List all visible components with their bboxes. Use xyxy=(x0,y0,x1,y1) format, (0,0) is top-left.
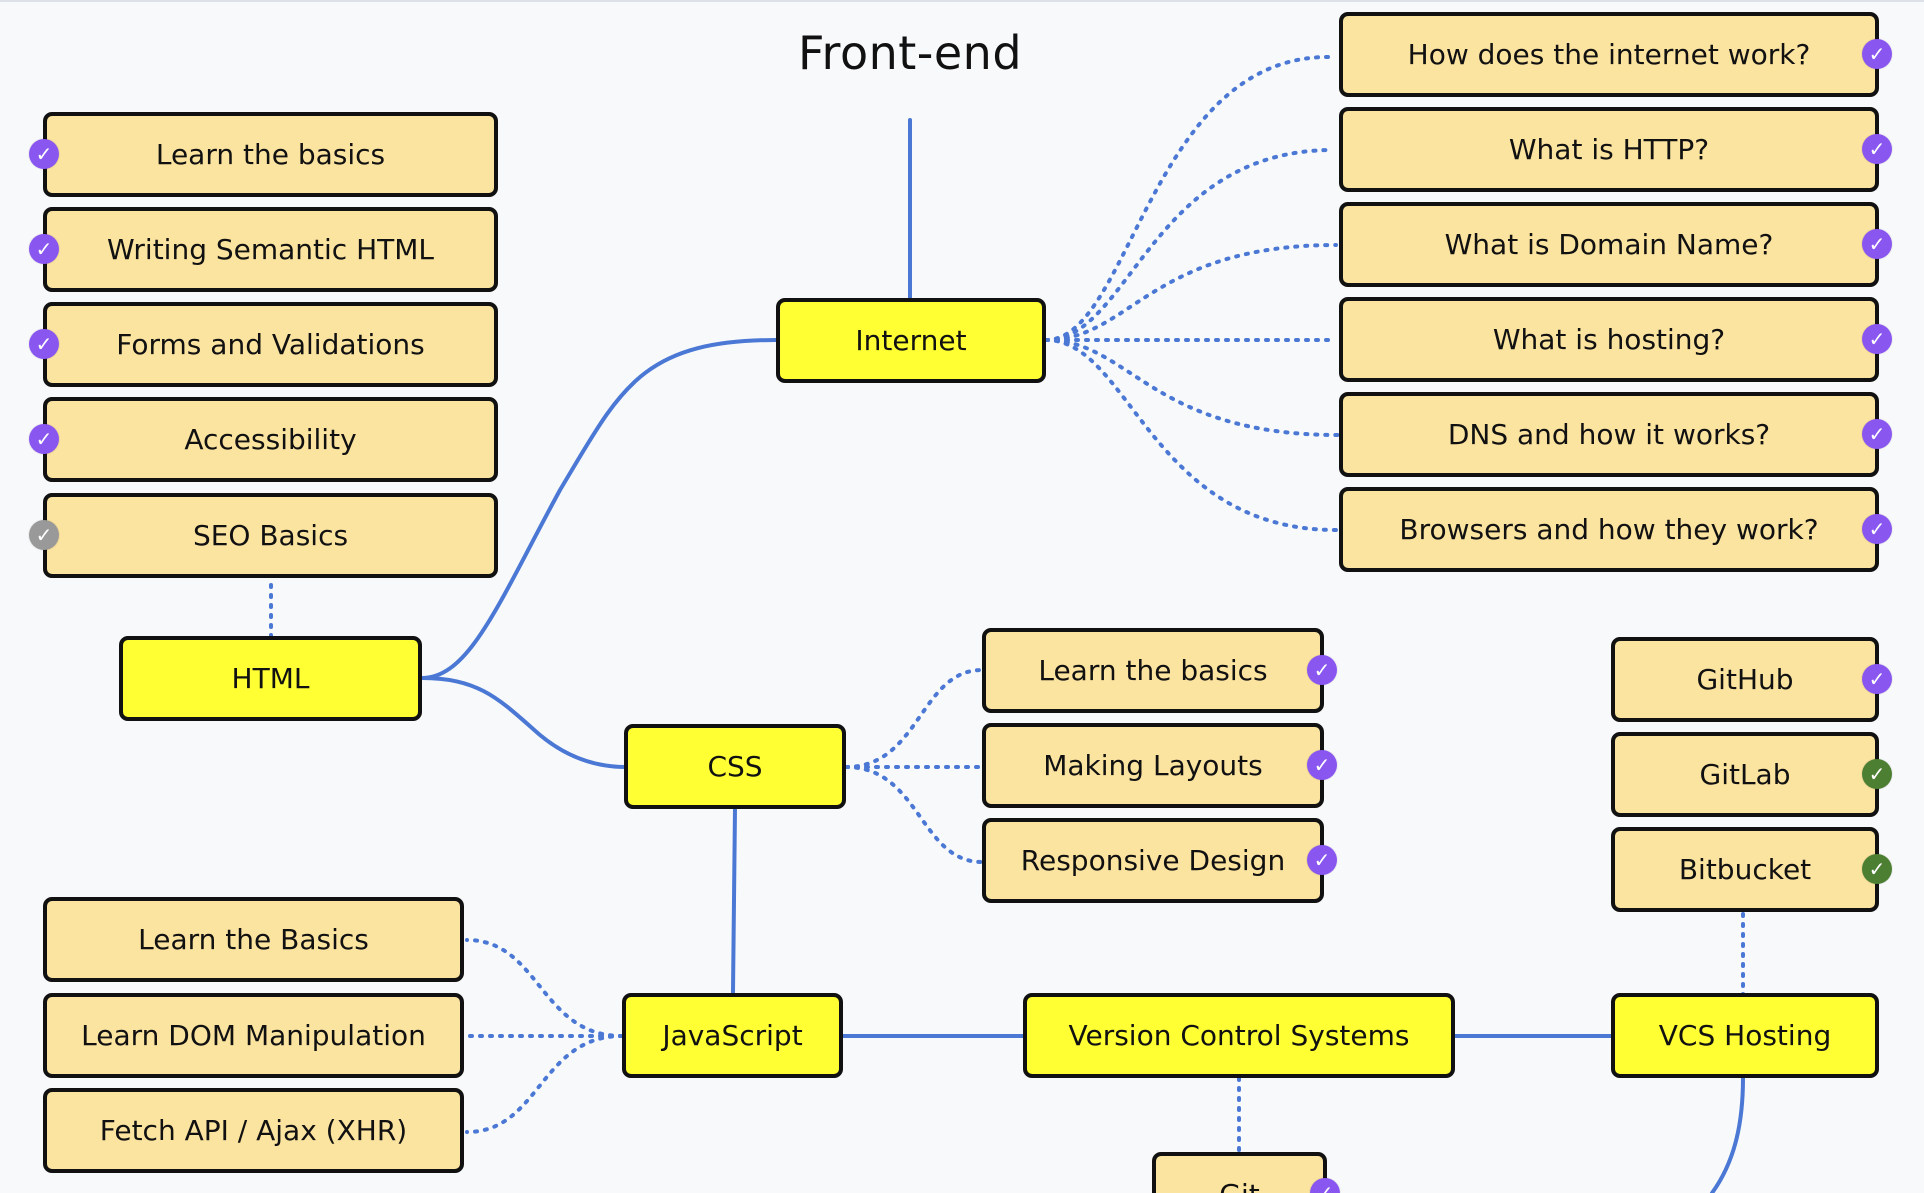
connector-internet-item-3 xyxy=(1044,243,1338,342)
connector-html-css xyxy=(420,676,628,769)
hosting-item-bitbucket[interactable]: Bitbucket xyxy=(1611,827,1879,912)
connector-internet-item-2 xyxy=(1044,148,1335,342)
check-circle-icon: ✓ xyxy=(1862,324,1892,354)
check-circle-icon: ✓ xyxy=(1862,39,1892,69)
topic-internet[interactable]: Internet xyxy=(776,298,1046,383)
connector-internet-item-6 xyxy=(1044,338,1338,532)
check-circle-icon: ✓ xyxy=(29,424,59,454)
internet-item-what-is-http[interactable]: What is HTTP? xyxy=(1339,107,1879,192)
topic-vcs-hosting[interactable]: VCS Hosting xyxy=(1611,993,1879,1078)
check-circle-icon: ✓ xyxy=(1307,750,1337,780)
check-circle-icon: ✓ xyxy=(1862,759,1892,789)
html-item-seo-basics[interactable]: SEO Basics xyxy=(43,493,498,578)
check-circle-icon: ✓ xyxy=(1862,514,1892,544)
js-item-learn-basics[interactable]: Learn the Basics xyxy=(43,897,464,982)
topic-css[interactable]: CSS xyxy=(624,724,846,809)
topic-html[interactable]: HTML xyxy=(119,636,422,721)
internet-item-browsers[interactable]: Browsers and how they work? xyxy=(1339,487,1879,572)
css-item-making-layouts[interactable]: Making Layouts xyxy=(982,723,1324,808)
connector-js-item-1 xyxy=(465,938,624,1038)
check-circle-icon: ✓ xyxy=(1862,419,1892,449)
connector-css-item-1 xyxy=(844,668,984,769)
js-item-fetch-api[interactable]: Fetch API / Ajax (XHR) xyxy=(43,1088,464,1173)
connector-css-item-3 xyxy=(844,765,984,864)
connector-js-item-3 xyxy=(465,1034,624,1134)
check-circle-icon: ✓ xyxy=(1862,854,1892,884)
check-circle-icon: ✓ xyxy=(29,234,59,264)
topic-javascript[interactable]: JavaScript xyxy=(622,993,843,1078)
connector-css-javascript xyxy=(731,806,737,994)
internet-item-domain-name[interactable]: What is Domain Name? xyxy=(1339,202,1879,287)
check-circle-icon: ✓ xyxy=(1862,229,1892,259)
check-circle-icon: ✓ xyxy=(29,520,59,550)
check-circle-icon: ✓ xyxy=(29,139,59,169)
css-item-responsive-design[interactable]: Responsive Design xyxy=(982,818,1324,903)
internet-item-hosting[interactable]: What is hosting? xyxy=(1339,297,1879,382)
css-item-learn-basics[interactable]: Learn the basics xyxy=(982,628,1324,713)
check-circle-icon: ✓ xyxy=(1307,655,1337,685)
roadmap-title: Front-end xyxy=(797,26,1023,80)
connector-hosting-down xyxy=(1710,1076,1745,1193)
html-item-learn-basics[interactable]: Learn the basics xyxy=(43,112,498,197)
connector-internet-item-5 xyxy=(1044,338,1340,437)
html-item-forms-validations[interactable]: Forms and Validations xyxy=(43,302,498,387)
check-circle-icon: ✓ xyxy=(1310,1178,1340,1193)
html-item-semantic-html[interactable]: Writing Semantic HTML xyxy=(43,207,498,292)
check-circle-icon: ✓ xyxy=(1862,664,1892,694)
hosting-item-github[interactable]: GitHub xyxy=(1611,637,1879,722)
check-circle-icon: ✓ xyxy=(1862,134,1892,164)
internet-item-how-internet-works[interactable]: How does the internet work? xyxy=(1339,12,1879,97)
top-border xyxy=(0,0,1924,2)
hosting-item-gitlab[interactable]: GitLab xyxy=(1611,732,1879,817)
vcs-item-git[interactable]: Git xyxy=(1152,1152,1327,1193)
connector-internet-item-1 xyxy=(1044,55,1330,342)
check-circle-icon: ✓ xyxy=(1307,845,1337,875)
html-item-accessibility[interactable]: Accessibility xyxy=(43,397,498,482)
js-item-dom-manipulation[interactable]: Learn DOM Manipulation xyxy=(43,993,464,1078)
topic-version-control-systems[interactable]: Version Control Systems xyxy=(1023,993,1455,1078)
check-circle-icon: ✓ xyxy=(29,329,59,359)
internet-item-dns[interactable]: DNS and how it works? xyxy=(1339,392,1879,477)
